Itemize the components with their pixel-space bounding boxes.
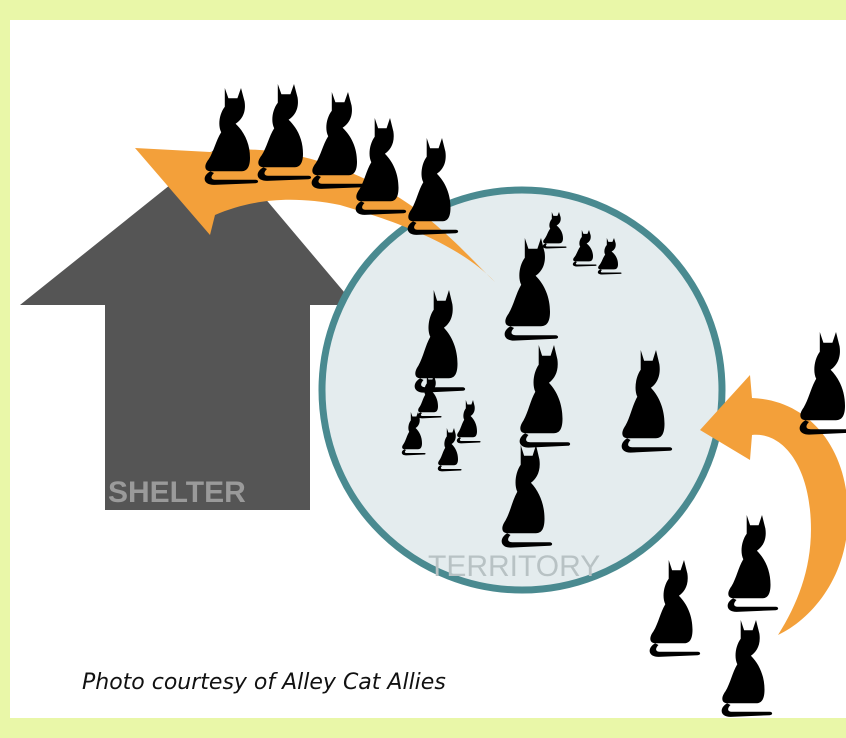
territory-label: TERRITORY bbox=[428, 550, 600, 583]
figure-frame: SHELTER TERRITORY bbox=[0, 0, 846, 718]
tnr-diagram: SHELTER TERRITORY bbox=[10, 20, 846, 738]
photo-credit: Photo courtesy of Alley Cat Allies bbox=[82, 670, 446, 695]
shelter-label: SHELTER bbox=[108, 476, 246, 509]
